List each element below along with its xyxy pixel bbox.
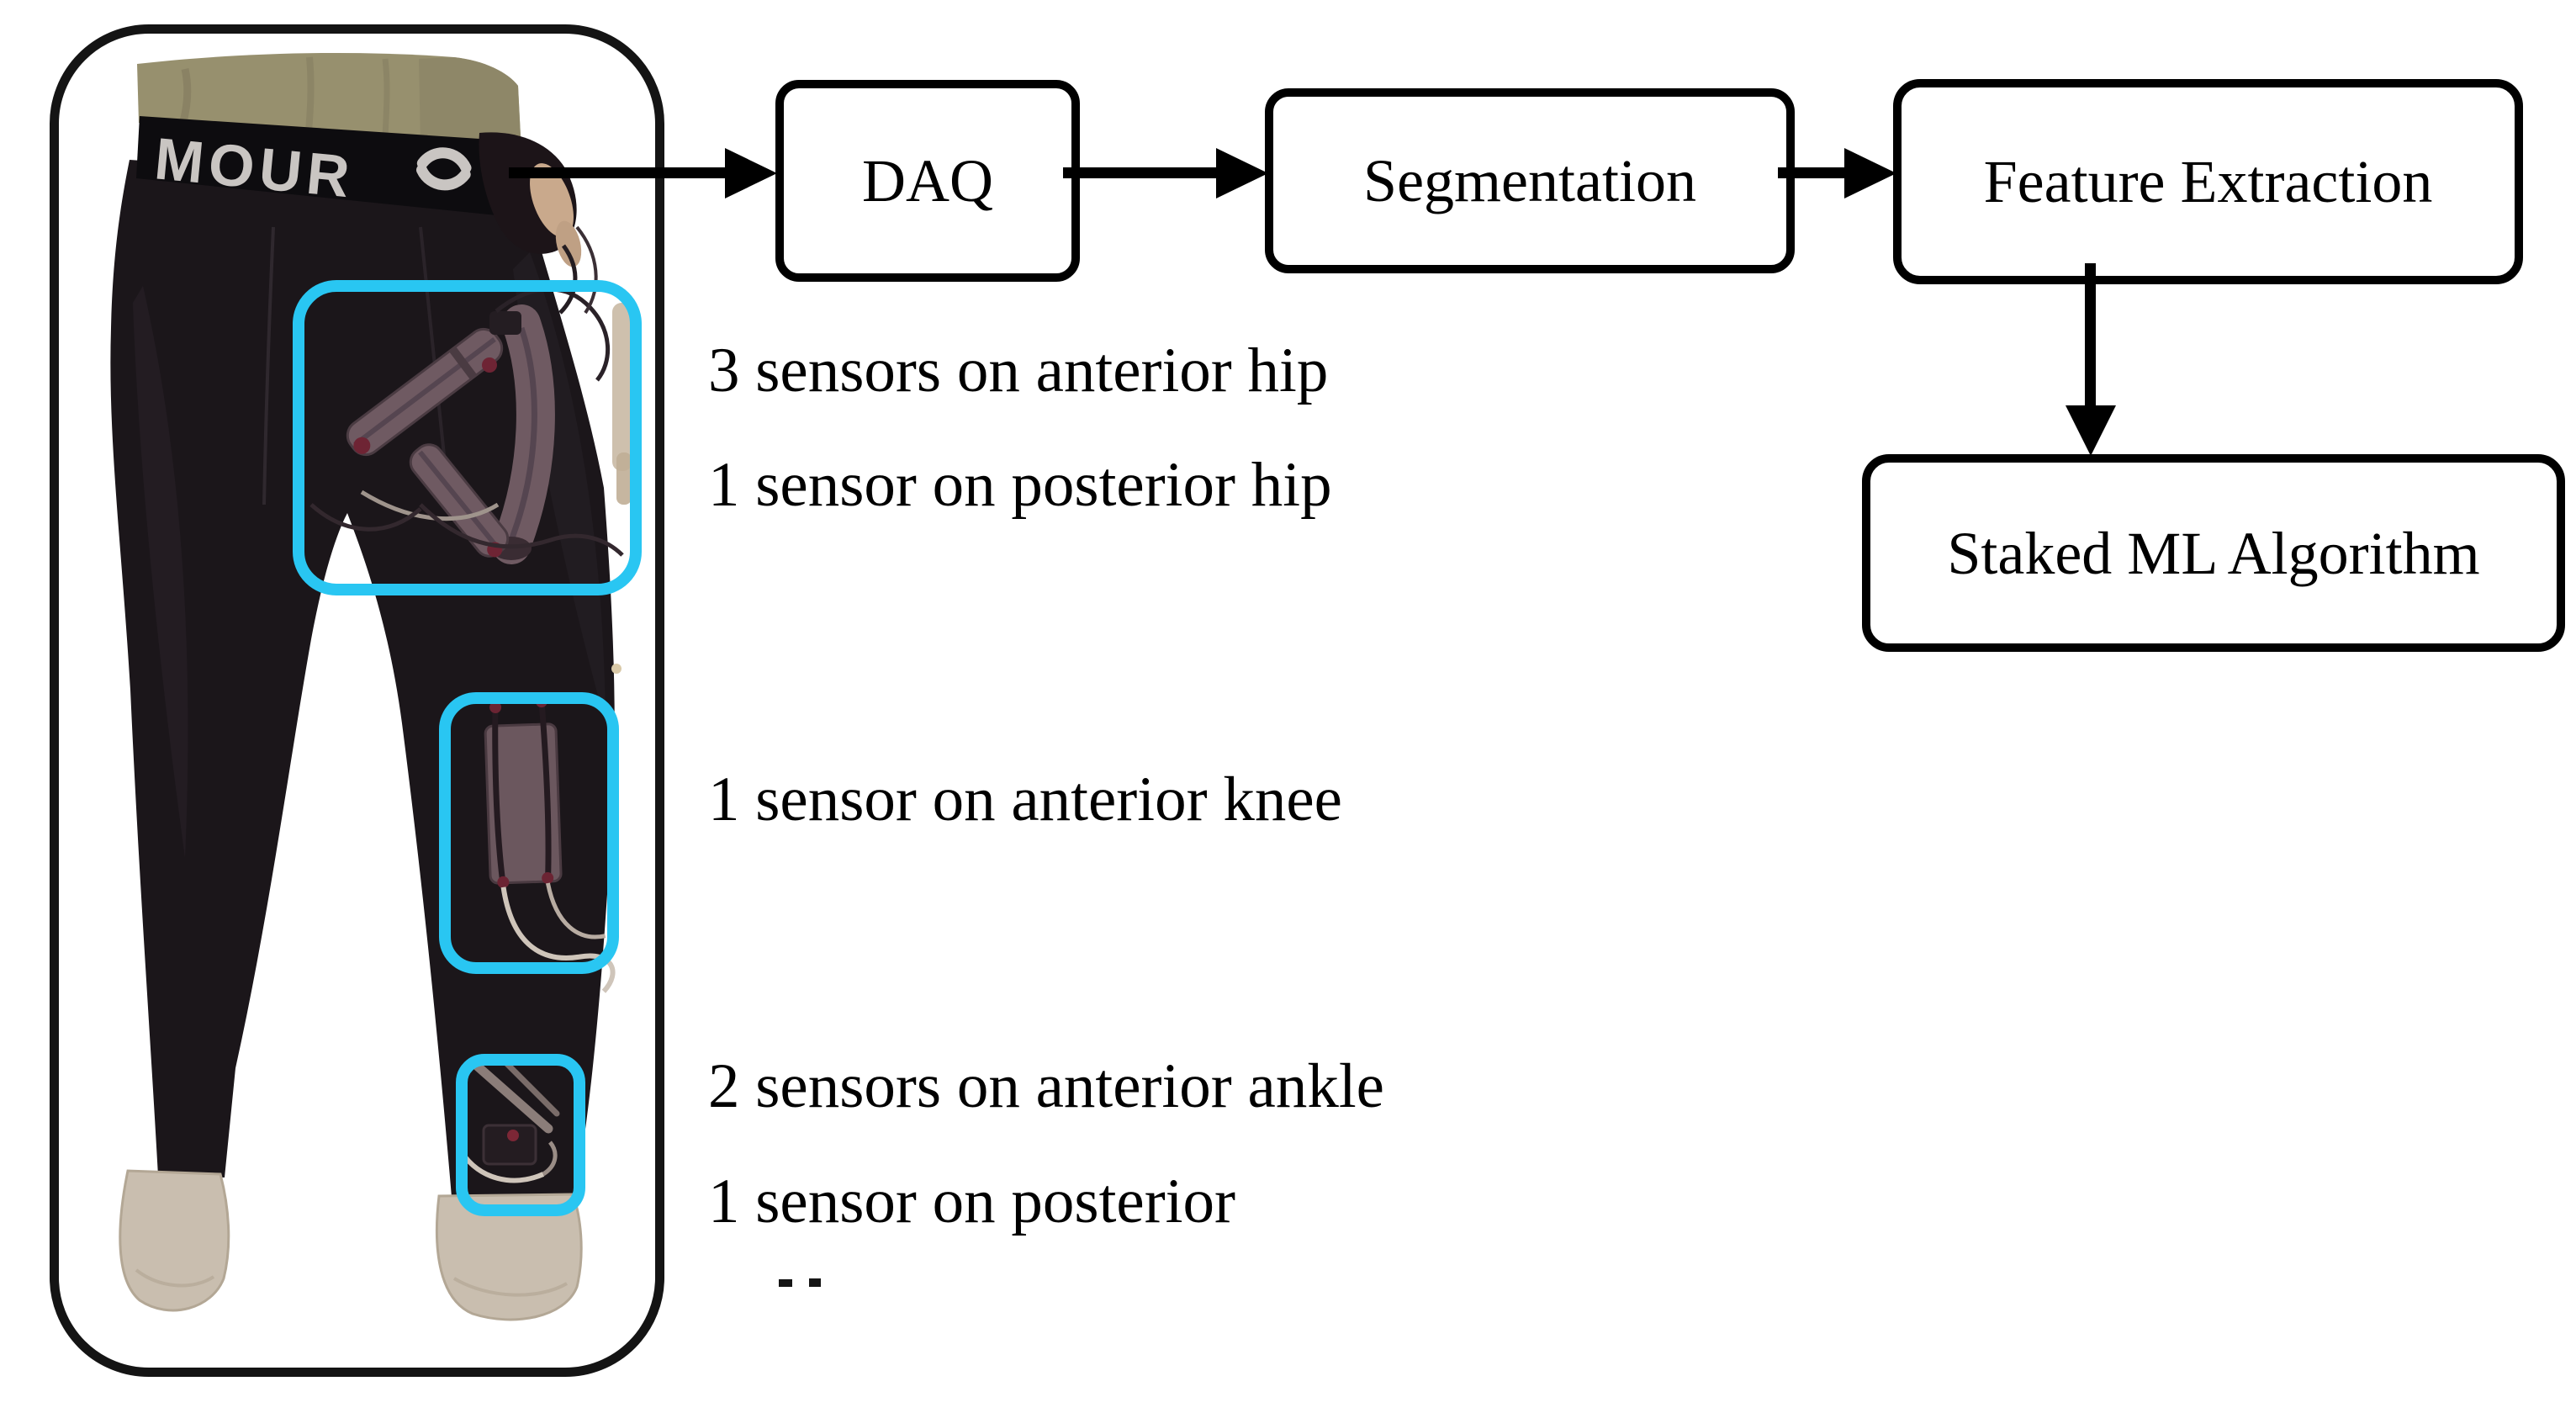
hip-sensor-highlight-box (293, 280, 642, 595)
arrow-segmentation-to-feature-head-icon (1844, 148, 1896, 198)
arrow-daq-to-segmentation-head-icon (1216, 148, 1268, 198)
feet (119, 1169, 583, 1321)
cutoff-text-artifact (779, 1279, 792, 1287)
hip-sensors (309, 287, 624, 564)
knee-sensor-highlight-box (439, 692, 619, 974)
hip-device-and-hand (479, 132, 632, 505)
flow-node-feature-extraction-label: Feature Extraction (1983, 148, 2433, 215)
cutoff-text-artifact (809, 1278, 821, 1287)
subject-photo: MOUR (110, 52, 641, 1321)
ankle-wire-light (459, 1151, 545, 1183)
subject-photo-frame: MOUR (50, 24, 664, 1377)
arrow-photo-to-daq-head-icon (725, 148, 777, 198)
flow-node-segmentation-label: Segmentation (1363, 147, 1696, 214)
photo-speck (611, 664, 622, 674)
hip-wire-dark (495, 287, 611, 382)
ankle-posterior-label: 1 sensor on posterior (708, 1167, 1235, 1236)
ankle-anterior-label: 2 sensors on anterior ankle (708, 1051, 1384, 1121)
arrow-feature-to-staked-head-icon (2066, 405, 2116, 456)
hip-anterior-label: 3 sensors on anterior hip (708, 336, 1329, 405)
arrow-segmentation-to-feature-line (1778, 167, 1847, 178)
flow-node-daq-label: DAQ (862, 147, 993, 214)
knee-sensor (484, 696, 616, 993)
arrow-feature-to-staked-line (2085, 263, 2096, 408)
knee-wire-light (500, 886, 616, 993)
flow-node-staked-ml-algorithm: Staked ML Algorithm (1862, 454, 2565, 652)
arrow-daq-to-segmentation-line (1063, 167, 1219, 178)
flow-node-feature-extraction: Feature Extraction (1893, 79, 2523, 284)
flow-node-daq: DAQ (775, 80, 1080, 282)
ankle-sensor-highlight-box (456, 1054, 585, 1216)
ankle-sensors (459, 1058, 560, 1183)
knee-anterior-label: 1 sensor on anterior knee (708, 765, 1342, 834)
hip-posterior-label: 1 sensor on posterior hip (708, 450, 1332, 520)
flow-node-segmentation: Segmentation (1265, 88, 1795, 273)
arrow-photo-to-daq-line (509, 167, 727, 178)
under-armour-logo-icon (415, 147, 472, 191)
flow-node-staked-ml-algorithm-label: Staked ML Algorithm (1947, 519, 2480, 587)
